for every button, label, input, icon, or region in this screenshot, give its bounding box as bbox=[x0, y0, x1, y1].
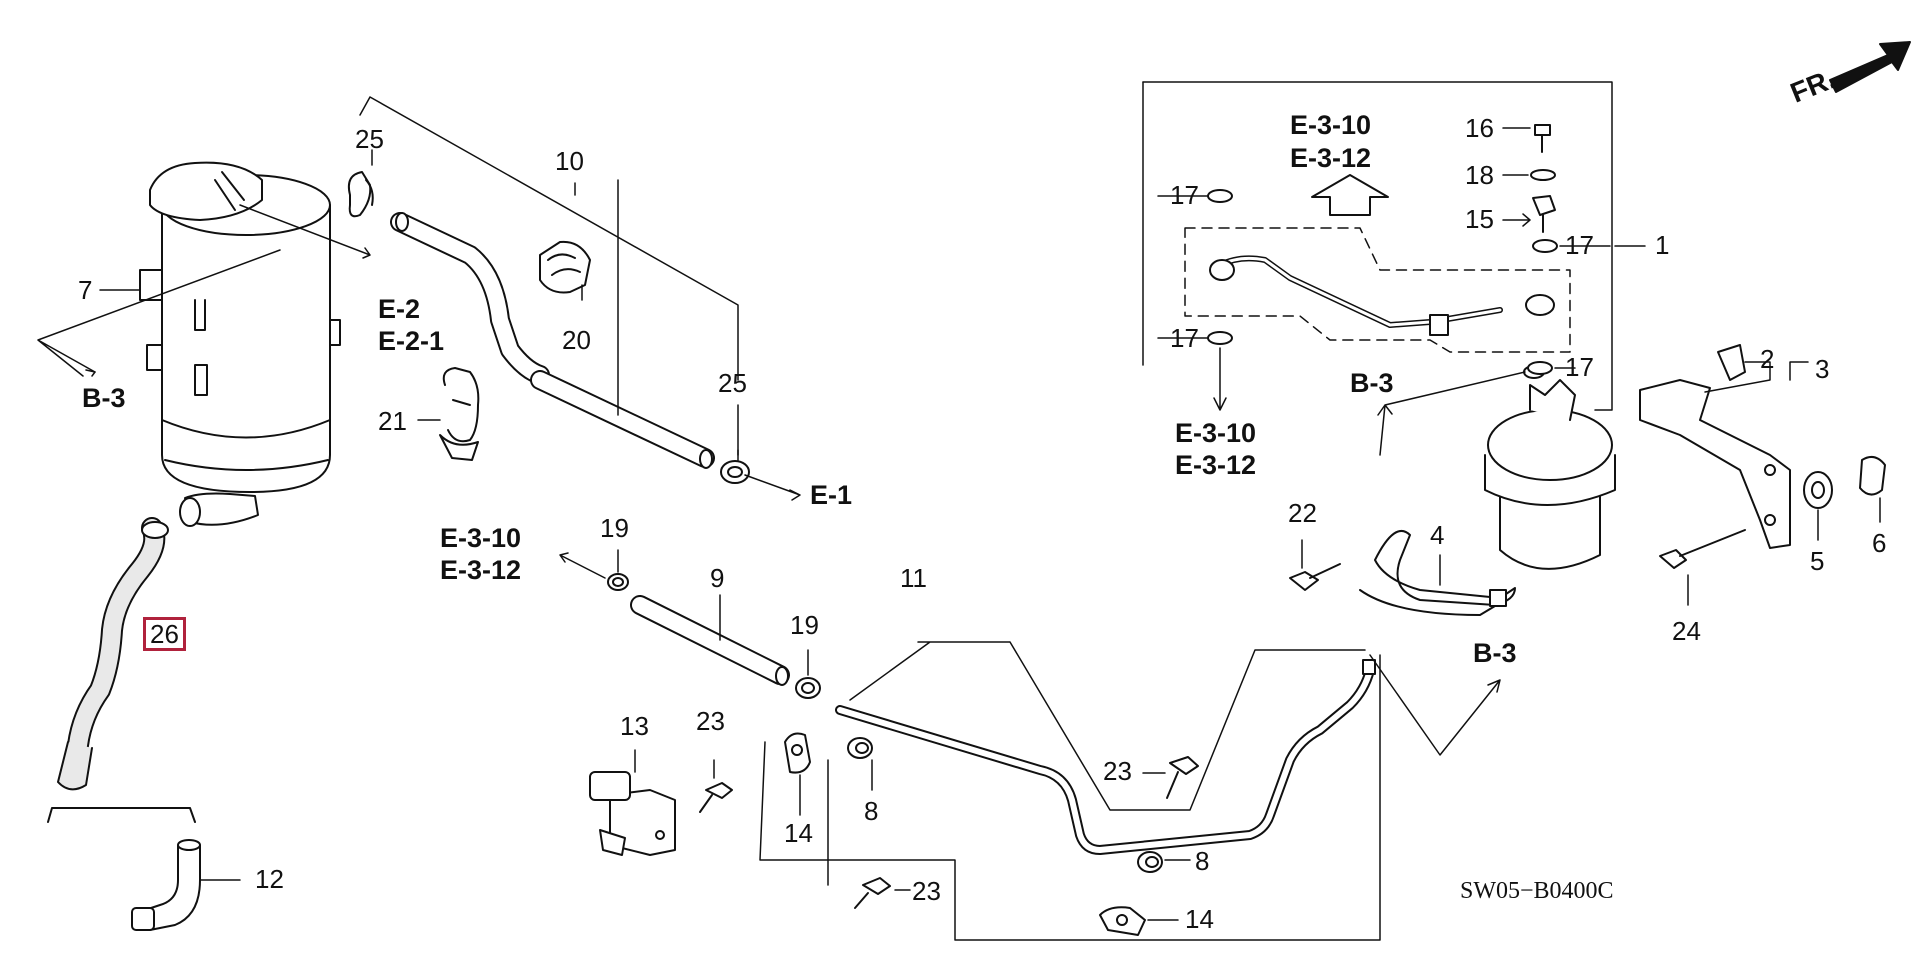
ref-label[interactable]: E-3-10 bbox=[1175, 418, 1257, 448]
bolt-15 bbox=[1533, 196, 1555, 232]
part-label[interactable]: 11 bbox=[900, 563, 927, 593]
part-label[interactable]: 24 bbox=[1672, 616, 1701, 646]
part-label[interactable]: 20 bbox=[562, 325, 591, 355]
part-label[interactable]: 22 bbox=[1288, 498, 1317, 528]
bolt-23a bbox=[700, 783, 732, 812]
part-label[interactable]: 23 bbox=[912, 876, 941, 906]
clip-19-upper bbox=[608, 574, 628, 590]
part-label-highlighted[interactable]: 26 bbox=[143, 617, 186, 651]
ref-label[interactable]: B-3 bbox=[1350, 368, 1394, 398]
part-label[interactable]: 18 bbox=[1465, 160, 1494, 190]
fuel-line bbox=[1210, 258, 1554, 335]
part-label[interactable]: 23 bbox=[1103, 756, 1132, 786]
part-label[interactable]: 14 bbox=[784, 818, 813, 848]
part-label[interactable]: 17 bbox=[1565, 352, 1594, 382]
clip-19-lower bbox=[796, 678, 820, 698]
clamp-14b bbox=[1100, 907, 1145, 935]
grommet-5 bbox=[1804, 472, 1832, 508]
part-label[interactable]: 23 bbox=[696, 706, 725, 736]
ref-label[interactable]: E-3-12 bbox=[440, 555, 522, 585]
bolt-16 bbox=[1535, 125, 1550, 152]
part-label[interactable]: 14 bbox=[1185, 904, 1214, 934]
pipe-11 bbox=[840, 660, 1375, 850]
part-label[interactable]: 12 bbox=[255, 864, 284, 894]
washer-17 bbox=[1208, 190, 1557, 374]
washer-18 bbox=[1531, 170, 1555, 180]
part-label[interactable]: 1 bbox=[1655, 230, 1670, 260]
part-label[interactable]: 17 bbox=[1170, 180, 1199, 210]
ref-label[interactable]: E-1 bbox=[810, 480, 853, 510]
bracket-13 bbox=[590, 772, 675, 855]
clip-21 bbox=[440, 368, 478, 460]
clamp-14a bbox=[785, 734, 810, 773]
front-arrow-icon bbox=[1830, 42, 1910, 92]
bolt-24 bbox=[1660, 530, 1745, 568]
part-label[interactable]: 17 bbox=[1170, 323, 1199, 353]
leader-lines bbox=[38, 82, 1880, 940]
ref-label[interactable]: B-3 bbox=[82, 383, 126, 413]
part-label[interactable]: 15 bbox=[1465, 204, 1494, 234]
part-label[interactable]: 17 bbox=[1565, 230, 1594, 260]
grommet-6 bbox=[1860, 457, 1885, 495]
part-label[interactable]: 10 bbox=[555, 146, 584, 176]
part-label[interactable]: 19 bbox=[600, 513, 629, 543]
grommet-8b bbox=[1138, 852, 1162, 872]
ref-label[interactable]: E-3-10 bbox=[440, 523, 522, 553]
ref-label[interactable]: E-3-10 bbox=[1290, 110, 1372, 140]
bolt-23c bbox=[855, 878, 890, 908]
holder-20 bbox=[540, 242, 590, 293]
ref-label[interactable]: E-3-12 bbox=[1175, 450, 1257, 480]
up-arrow bbox=[1312, 175, 1388, 215]
hose-26 bbox=[58, 522, 168, 789]
part-2 bbox=[1718, 345, 1745, 380]
band-4 bbox=[1360, 531, 1515, 615]
part-label[interactable]: 16 bbox=[1465, 113, 1494, 143]
bolt-23b bbox=[1167, 757, 1198, 798]
bolt-22 bbox=[1290, 564, 1340, 590]
part-label[interactable]: 4 bbox=[1430, 520, 1445, 550]
part-label[interactable]: 25 bbox=[355, 124, 384, 154]
bracket-3 bbox=[1640, 380, 1790, 548]
part-label[interactable]: 19 bbox=[790, 610, 819, 640]
grommet-8a bbox=[848, 738, 872, 758]
part-label[interactable]: 6 bbox=[1872, 528, 1887, 558]
part-label[interactable]: 2 bbox=[1760, 344, 1775, 374]
tube-9 bbox=[640, 605, 788, 685]
hose-10-lower bbox=[540, 380, 712, 468]
ref-label[interactable]: B-3 bbox=[1473, 638, 1517, 668]
part-label[interactable]: 3 bbox=[1815, 354, 1830, 384]
ref-label[interactable]: E-2-1 bbox=[378, 326, 445, 356]
clip-25-upper bbox=[349, 172, 373, 216]
ref-label[interactable]: E-3-12 bbox=[1290, 143, 1372, 173]
hose-10-upper bbox=[396, 213, 540, 375]
part-label[interactable]: 21 bbox=[378, 406, 407, 436]
part-label[interactable]: 8 bbox=[864, 796, 879, 826]
ref-label[interactable]: E-2 bbox=[378, 294, 421, 324]
part-label[interactable]: 13 bbox=[620, 711, 649, 741]
part-label[interactable]: 8 bbox=[1195, 846, 1210, 876]
diagram-code: SW05−B0400C bbox=[1460, 878, 1614, 904]
part-label[interactable]: 5 bbox=[1810, 546, 1825, 576]
fuel-filter bbox=[1485, 366, 1615, 569]
canister bbox=[140, 163, 340, 526]
joint-12 bbox=[48, 808, 200, 930]
clip-25-lower bbox=[721, 461, 749, 483]
part-label[interactable]: 9 bbox=[710, 563, 725, 593]
part-label[interactable]: 25 bbox=[718, 368, 747, 398]
part-label[interactable]: 7 bbox=[78, 275, 93, 305]
